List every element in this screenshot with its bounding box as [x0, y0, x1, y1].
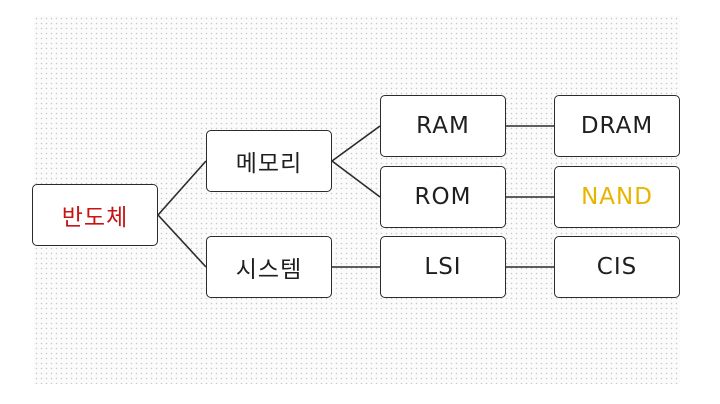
- node-dram: DRAM: [554, 95, 680, 157]
- edge-memory-rom: [331, 160, 381, 198]
- node-memory: 메모리: [206, 130, 332, 192]
- node-nand: NAND: [554, 166, 680, 228]
- node-ram: RAM: [380, 95, 506, 157]
- node-semiconductor: 반도체: [32, 184, 158, 246]
- edge-root-system: [157, 214, 207, 268]
- edge-root-memory: [157, 160, 207, 216]
- node-lsi: LSI: [380, 236, 506, 298]
- node-rom: ROM: [380, 166, 506, 228]
- node-cis: CIS: [554, 236, 680, 298]
- node-system: 시스템: [206, 236, 332, 298]
- edge-memory-ram: [331, 125, 381, 162]
